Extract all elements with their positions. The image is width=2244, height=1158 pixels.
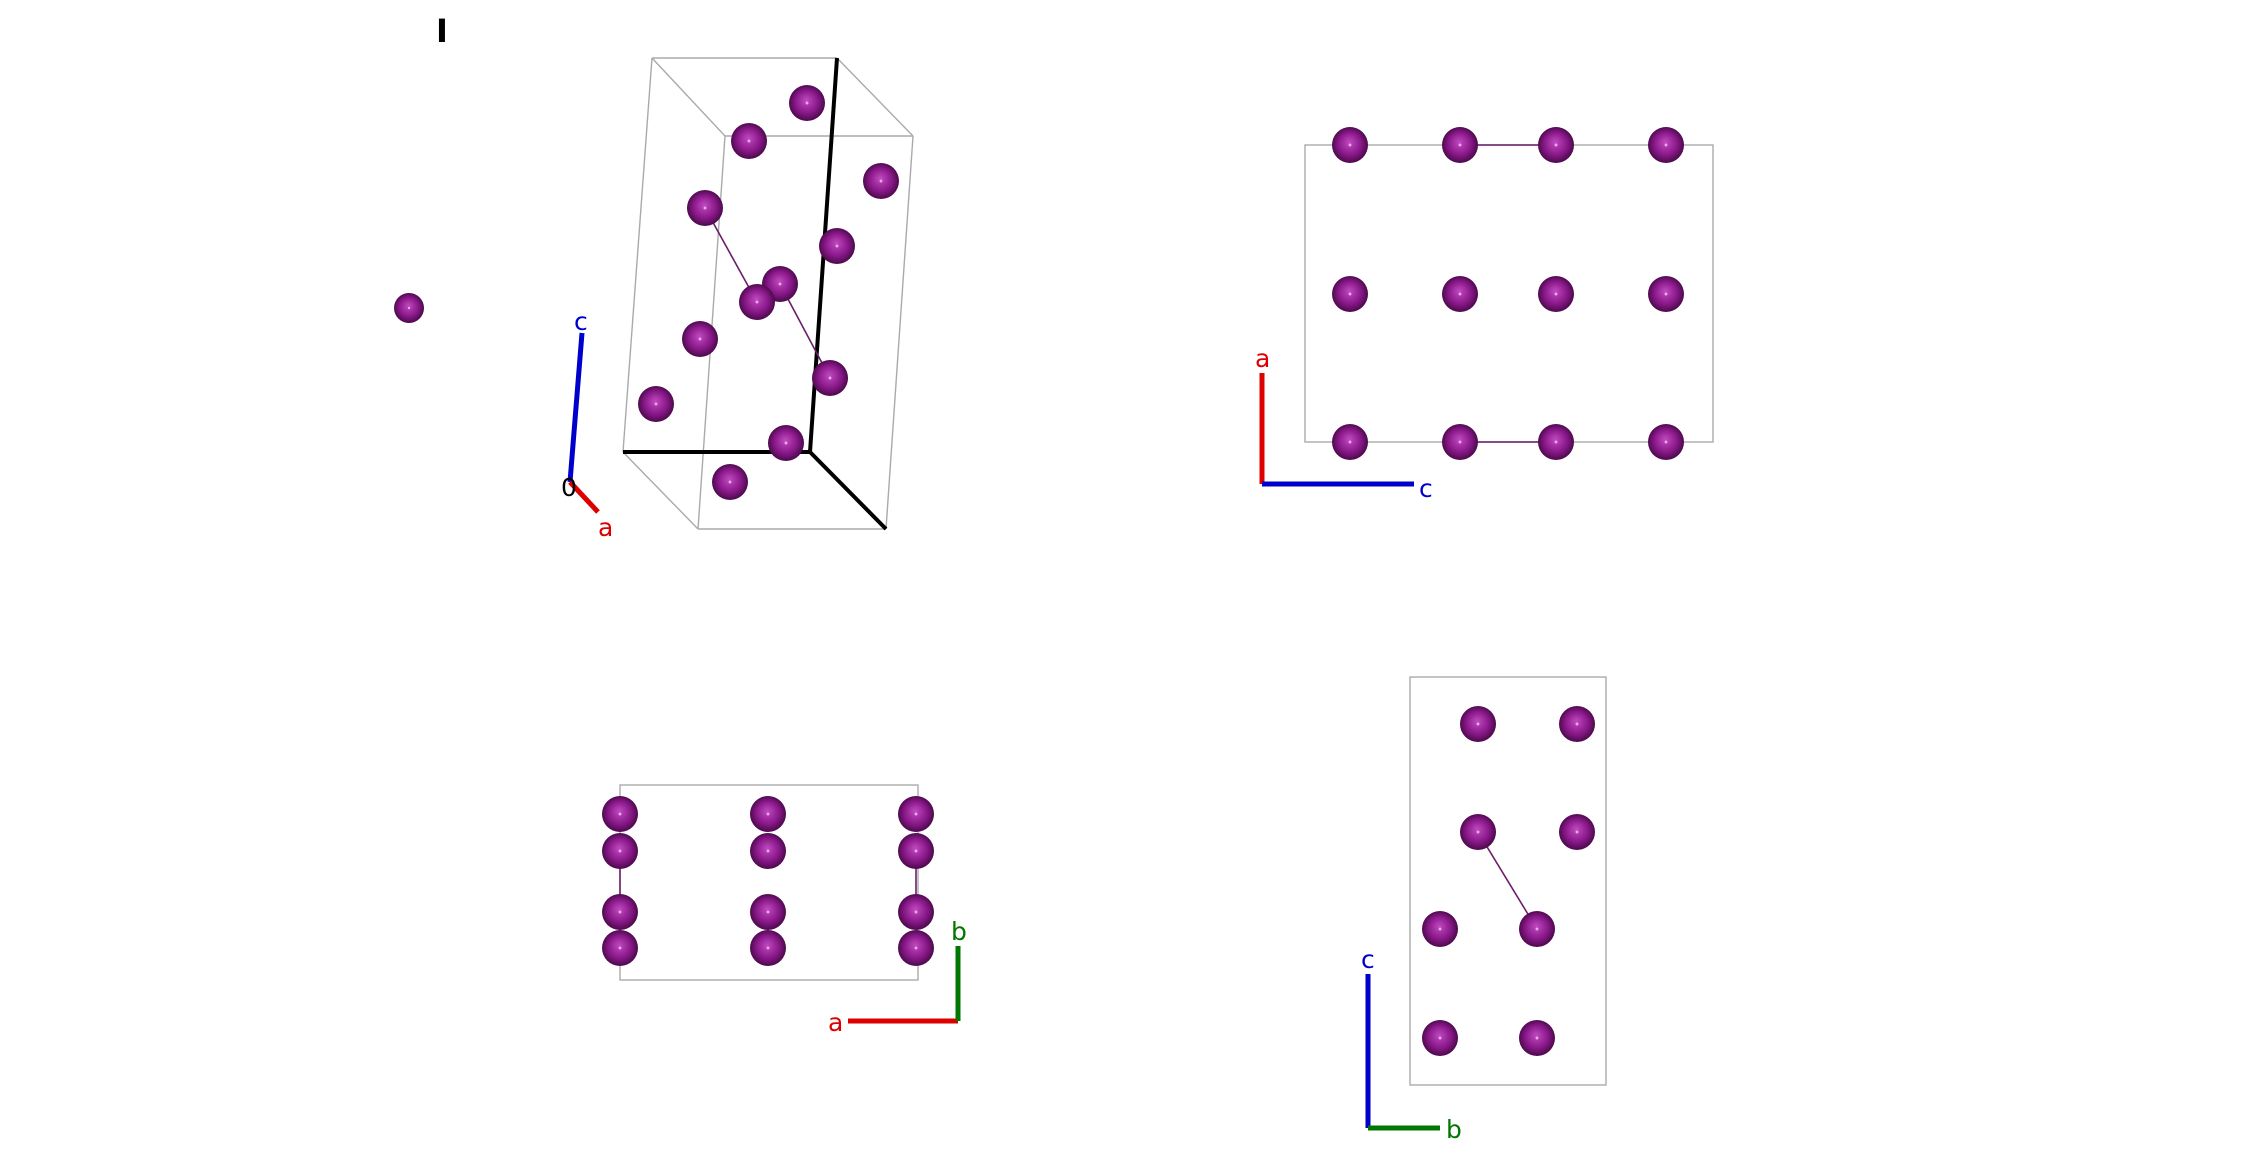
iodine-atom xyxy=(687,190,723,226)
iodine-atom xyxy=(602,894,638,930)
iodine-atom xyxy=(1648,276,1684,312)
iodine-atom xyxy=(1442,127,1478,163)
iodine-atom xyxy=(898,930,934,966)
iodine-atom xyxy=(1332,127,1368,163)
axis-a-label: a xyxy=(828,1008,843,1037)
iodine-atom xyxy=(898,894,934,930)
iodine-atom xyxy=(731,123,767,159)
iodine-atom xyxy=(1648,424,1684,460)
iodine-atom xyxy=(1519,1020,1555,1056)
axes-perspective: c a 0 xyxy=(561,307,613,542)
iodine-atom xyxy=(1332,424,1368,460)
axis-b-label: b xyxy=(1446,1115,1462,1144)
iodine-atom xyxy=(739,284,775,320)
axis-origin-label: 0 xyxy=(561,473,577,502)
iodine-atom xyxy=(863,163,899,199)
iodine-atom xyxy=(1538,276,1574,312)
iodine-atom xyxy=(750,833,786,869)
iodine-atom xyxy=(750,796,786,832)
axis-c-label: c xyxy=(574,307,588,336)
iodine-atom xyxy=(898,833,934,869)
iodine-atom xyxy=(682,321,718,357)
axis-c-label: c xyxy=(1419,474,1433,503)
iodine-atom xyxy=(1422,1020,1458,1056)
axis-c-line xyxy=(567,332,585,483)
iodine-atom xyxy=(1460,814,1496,850)
iodine-atom xyxy=(1538,424,1574,460)
axes-c-b: c b xyxy=(1361,945,1462,1144)
iodine-atom xyxy=(750,930,786,966)
iodine-atom xyxy=(789,85,825,121)
iodine-atom xyxy=(819,228,855,264)
iodine-atom xyxy=(1559,706,1595,742)
element-symbol: I xyxy=(436,12,448,50)
axes-a-c: a c xyxy=(1255,344,1433,503)
iodine-atom xyxy=(638,386,674,422)
unit-cell-b-c xyxy=(1409,676,1607,1086)
iodine-atom xyxy=(394,293,424,323)
iodine-atom xyxy=(768,425,804,461)
axis-a-label: a xyxy=(1255,344,1270,373)
axis-b-label: b xyxy=(951,917,967,946)
iodine-atom xyxy=(602,930,638,966)
iodine-atom xyxy=(1442,276,1478,312)
axis-a-line xyxy=(568,480,600,514)
iodine-atom xyxy=(812,360,848,396)
axes-a-b: a b xyxy=(828,917,967,1037)
iodine-atom xyxy=(1559,814,1595,850)
axis-c-label: c xyxy=(1361,945,1375,974)
iodine-atom xyxy=(712,464,748,500)
iodine-atom xyxy=(602,833,638,869)
iodine-atom xyxy=(1519,911,1555,947)
atoms xyxy=(394,85,1684,1056)
iodine-atom xyxy=(1538,127,1574,163)
projection-view-b-c xyxy=(1409,676,1607,1086)
bonds-b-c xyxy=(1477,831,1538,930)
iodine-atom xyxy=(1332,276,1368,312)
iodine-atom xyxy=(1648,127,1684,163)
iodine-atom xyxy=(750,894,786,930)
iodine-atom xyxy=(602,796,638,832)
iodine-atom xyxy=(898,796,934,832)
iodine-atom xyxy=(1422,911,1458,947)
axis-a-label: a xyxy=(598,513,613,542)
iodine-atom xyxy=(1442,424,1478,460)
iodine-atom xyxy=(1460,706,1496,742)
